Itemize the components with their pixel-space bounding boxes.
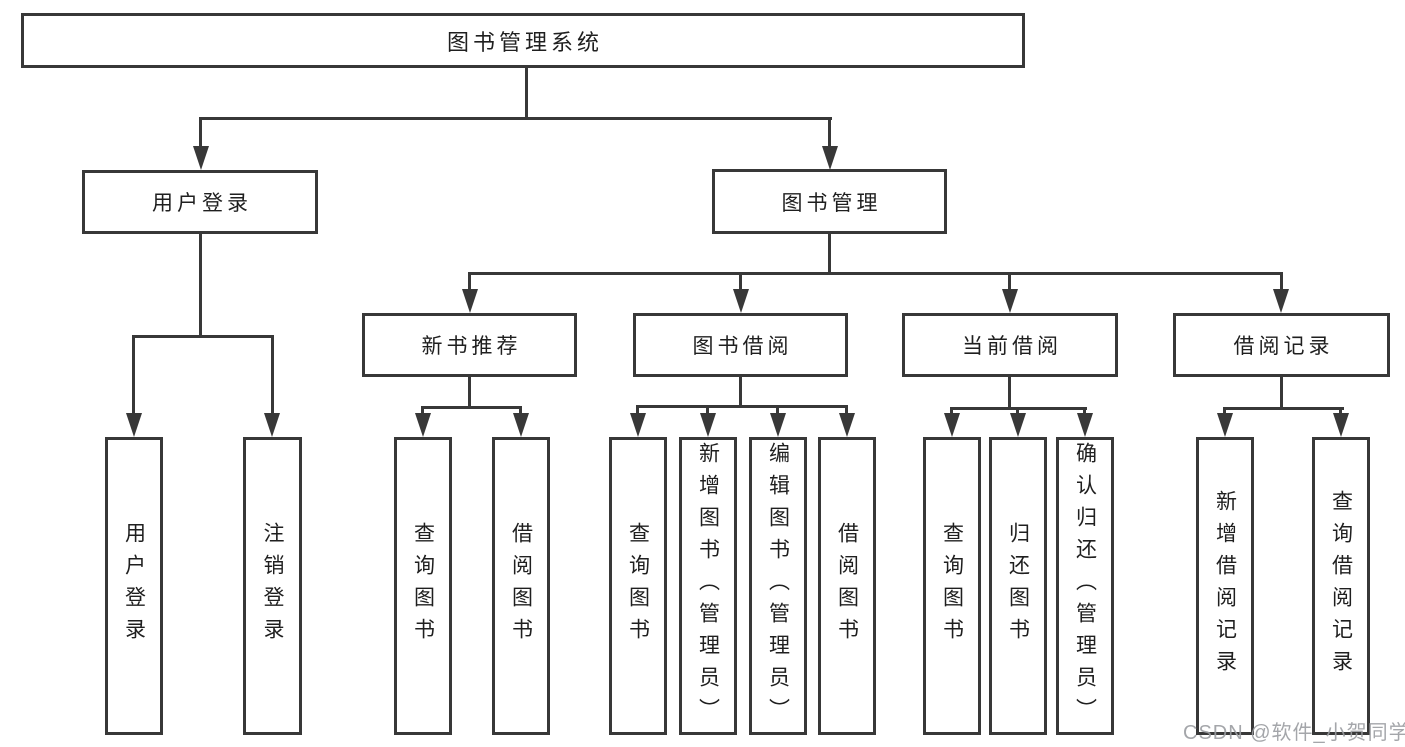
connector-arrow [415,413,431,437]
node-edit-book-admin: 编辑图书（管理员） [749,437,807,735]
connector-line [132,335,135,415]
connector-arrow [462,289,478,313]
connector-line [1223,407,1226,415]
connector-arrow [193,146,209,170]
connector-arrow [126,413,142,437]
connector-line [1083,407,1086,415]
connector-line [525,68,528,117]
connector-line [519,406,522,415]
node-borrow-books-action: 借阅图书 [818,437,876,735]
node-borrow-records: 借阅记录 [1173,313,1390,377]
node-current-borrow: 当前借阅 [902,313,1118,377]
connector-arrow [1077,413,1093,437]
node-add-borrow-record: 新增借阅记录 [1196,437,1254,735]
watermark: CSDN @软件_小贺同学 [1183,722,1405,744]
connector-line [271,335,274,415]
connector-arrow [944,413,960,437]
connector-line [828,117,831,148]
connector-line [421,406,424,415]
connector-arrow [630,413,646,437]
connector-line [468,272,1283,275]
connector-line [132,335,274,338]
connector-line [739,272,742,291]
node-return-books: 归还图书 [989,437,1047,735]
node-book-management: 图书管理 [712,169,947,234]
connector-arrow [700,413,716,437]
connector-line [1223,407,1344,410]
node-new-book-recommend: 新书推荐 [362,313,577,377]
node-borrow-books-recommend: 借阅图书 [492,437,550,735]
connector-line [1008,377,1011,409]
node-book-borrow: 图书借阅 [633,313,848,377]
connector-line [636,405,639,415]
connector-arrow [839,413,855,437]
connector-arrow [264,413,280,437]
connector-line [468,377,471,408]
node-query-borrow-record: 查询借阅记录 [1312,437,1370,735]
connector-line [845,405,848,415]
connector-line [1280,377,1283,409]
connector-line [1016,407,1019,415]
node-logout-action: 注销登录 [243,437,302,735]
connector-arrow [770,413,786,437]
connector-arrow [1010,413,1026,437]
connector-line [1280,272,1283,291]
connector-arrow [1333,413,1349,437]
node-query-books-recommend: 查询图书 [394,437,452,735]
connector-line [1339,407,1342,415]
node-user-login: 用户登录 [82,170,318,234]
connector-line [468,272,471,291]
connector-line [421,406,522,409]
connector-line [199,117,832,120]
connector-arrow [513,413,529,437]
connector-line [950,407,953,415]
connector-arrow [1002,289,1018,313]
node-add-book-admin: 新增图书（管理员） [679,437,737,735]
connector-line [828,234,831,274]
connector-arrow [1217,413,1233,437]
connector-arrow [1273,289,1289,313]
node-query-books-borrow: 查询图书 [609,437,667,735]
connector-line [1008,272,1011,291]
node-confirm-return-admin: 确认归还（管理员） [1056,437,1114,735]
connector-line [739,377,742,407]
connector-line [199,234,202,335]
connector-line [199,117,202,148]
node-user-login-action: 用户登录 [105,437,163,735]
connector-line [776,405,779,415]
connector-line [706,405,709,415]
node-library-system: 图书管理系统 [21,13,1025,68]
connector-line [636,405,848,408]
connector-arrow [733,289,749,313]
node-query-books-current: 查询图书 [923,437,981,735]
connector-arrow [822,146,838,170]
